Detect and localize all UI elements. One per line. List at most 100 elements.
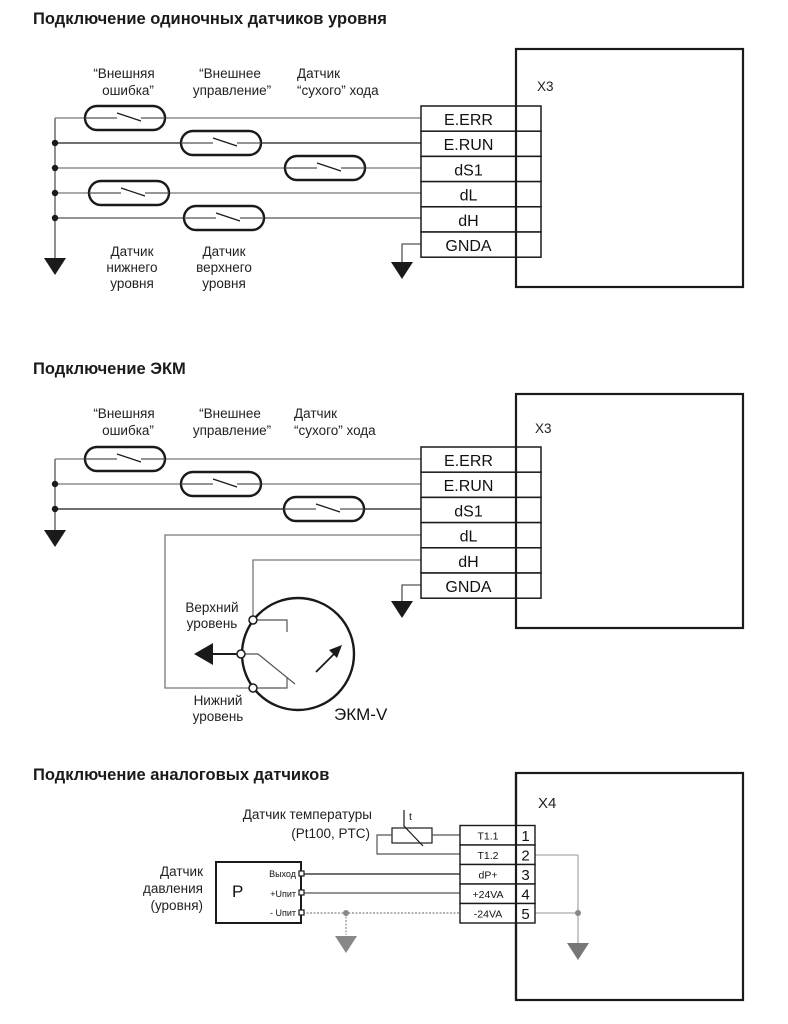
terminal-number: 5 <box>521 906 529 923</box>
ground-icon <box>44 530 66 547</box>
ground-icon <box>391 262 413 279</box>
terminal-label: +24VA <box>472 889 503 901</box>
terminal-pin <box>515 446 542 473</box>
section1-title: Подключение одиночных датчиков уровня <box>33 10 387 28</box>
terminal-pin <box>515 130 542 158</box>
terminal-pin <box>515 180 542 208</box>
reed-switch-dry-run <box>282 495 366 523</box>
label-temp-sensor-1: Датчик температуры <box>243 807 372 822</box>
terminal-pin <box>515 105 542 132</box>
label-high-level-2: верхнего <box>196 260 252 275</box>
label-dry-run-1: Датчик <box>294 406 337 421</box>
ground-icon <box>335 936 357 953</box>
terminal-label: dL <box>460 188 478 205</box>
terminal-label: E.ERR <box>444 453 493 470</box>
label-low-level-2: нижнего <box>106 260 157 275</box>
label-dry-run-1: Датчик <box>297 66 340 81</box>
output-arrow-icon <box>194 643 213 665</box>
sensor-pin-terminals <box>298 870 305 916</box>
terminal-label: dS1 <box>454 503 483 520</box>
terminal-label: GNDA <box>445 579 492 596</box>
sensor-letter: P <box>232 882 243 901</box>
terminal-pin <box>515 521 542 549</box>
terminal-cell <box>420 206 517 233</box>
terminal-cell <box>420 496 517 524</box>
label-ext-error-2: ошибка” <box>102 423 154 438</box>
terminal-pin <box>515 206 542 233</box>
label-dry-run-2: “сухого” хода <box>294 423 376 438</box>
terminal-pin <box>515 496 542 524</box>
needle-arrow-icon <box>329 645 342 658</box>
label-ext-error-2: ошибка” <box>102 83 154 98</box>
reed-switch-ext-error <box>83 104 167 132</box>
temperature-sensor <box>376 810 460 855</box>
terminal-cell <box>420 446 517 473</box>
terminal-label: GNDA <box>445 238 492 255</box>
junction-dot <box>343 910 349 916</box>
ekm-gauge <box>236 596 356 712</box>
label-high-level-1: Датчик <box>202 244 245 259</box>
terminal-pin <box>515 547 542 574</box>
terminal-pin <box>515 572 542 599</box>
connector-label-x4: X4 <box>538 795 556 812</box>
terminal-number: 3 <box>521 867 529 884</box>
terminal-label: T1.1 <box>477 831 498 843</box>
terminal-number: 1 <box>521 828 529 845</box>
junction-dot <box>575 910 581 916</box>
ground-icon <box>44 258 66 275</box>
terminal-number: 4 <box>521 887 529 904</box>
section3-title: Подключение аналоговых датчиков <box>33 766 329 784</box>
reed-switch-ext-error <box>83 445 167 473</box>
connector-label-x3: X3 <box>537 79 554 94</box>
label-ext-control-1: “Внешнее <box>199 406 261 421</box>
terminal-pin <box>515 155 542 183</box>
terminal-label: dS1 <box>454 162 483 179</box>
label-low-level-3: уровня <box>110 276 154 291</box>
label-lower-level-1: Нижний <box>194 693 243 708</box>
pin-minus-supply-label: - Uпит <box>270 908 296 918</box>
label-ext-control-1: “Внешнее <box>199 66 261 81</box>
terminal-label: E.RUN <box>444 478 494 495</box>
label-dry-run-2: “сухого” хода <box>297 83 379 98</box>
reed-switch-low-level <box>87 179 171 207</box>
ground-icon <box>567 943 589 960</box>
label-low-level-1: Датчик <box>110 244 153 259</box>
terminal-label: T1.2 <box>477 850 498 862</box>
connector-label-x3: X3 <box>535 421 552 436</box>
label-upper-level-2: уровень <box>187 616 238 631</box>
label-high-level-3: уровня <box>202 276 246 291</box>
reed-switch-ext-control <box>179 129 263 157</box>
label-ext-control-2: управление” <box>193 423 271 438</box>
terminal-cell <box>420 155 517 183</box>
label-upper-level-1: Верхний <box>185 600 238 615</box>
section1-labels: “Внешняя ошибка” “Внешнее управление” Да… <box>93 66 379 291</box>
label-ekm-device: ЭКМ-V <box>334 705 388 724</box>
reed-switch-high-level <box>182 204 266 232</box>
pin-plus-supply-label: +Uпит <box>270 889 296 899</box>
terminal-label: dH <box>458 554 478 571</box>
label-ext-control-2: управление” <box>193 83 271 98</box>
section2-junctions <box>51 480 59 513</box>
label-temp-symbol: t <box>409 811 412 823</box>
terminal-label: -24VA <box>474 909 502 921</box>
terminal-pin <box>515 471 542 499</box>
pressure-sensor: P Выход +Uпит - Uпит <box>215 861 302 924</box>
section2-title: Подключение ЭКМ <box>33 360 186 378</box>
pin-output-label: Выход <box>269 869 297 879</box>
section2-labels: “Внешняя ошибка” “Внешнее управление” Да… <box>93 406 388 724</box>
reed-switch-dry-run <box>283 154 367 182</box>
terminal-label: dH <box>458 213 478 230</box>
terminal-cell <box>420 572 517 599</box>
ground-icon <box>391 601 413 618</box>
label-lower-level-2: уровень <box>193 709 244 724</box>
terminal-label: E.ERR <box>444 112 493 129</box>
label-ext-error-1: “Внешняя <box>93 406 154 421</box>
label-pressure-sensor-3: (уровня) <box>150 898 203 913</box>
terminal-label: dP+ <box>479 870 498 882</box>
label-pressure-sensor-2: давления <box>143 881 203 896</box>
label-temp-sensor-2: (Pt100, PTC) <box>291 826 370 841</box>
